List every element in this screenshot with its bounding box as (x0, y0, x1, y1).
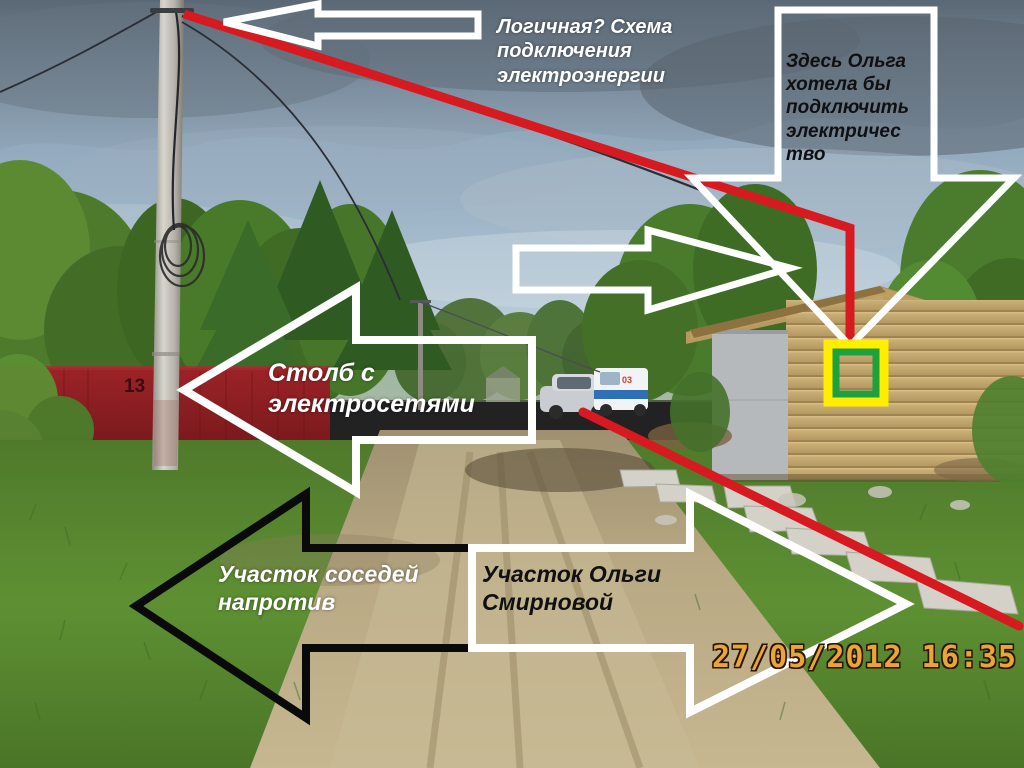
svg-text:13: 13 (124, 376, 145, 397)
label-scheme: Логичная? Схема подключения электроэнерг… (497, 16, 673, 87)
label-pole: Столб с электросетями (268, 359, 475, 418)
label-olga-plot: Участок Ольги Смирновой (482, 561, 661, 616)
label-olga-wish: Здесь Ольга хотела бы подключить электри… (786, 51, 909, 165)
label-neighbor-plot: Участок соседей напротив (218, 561, 419, 616)
svg-text:03: 03 (622, 375, 632, 385)
camera-timestamp: 27/05/2012 16:35 (712, 640, 1017, 675)
